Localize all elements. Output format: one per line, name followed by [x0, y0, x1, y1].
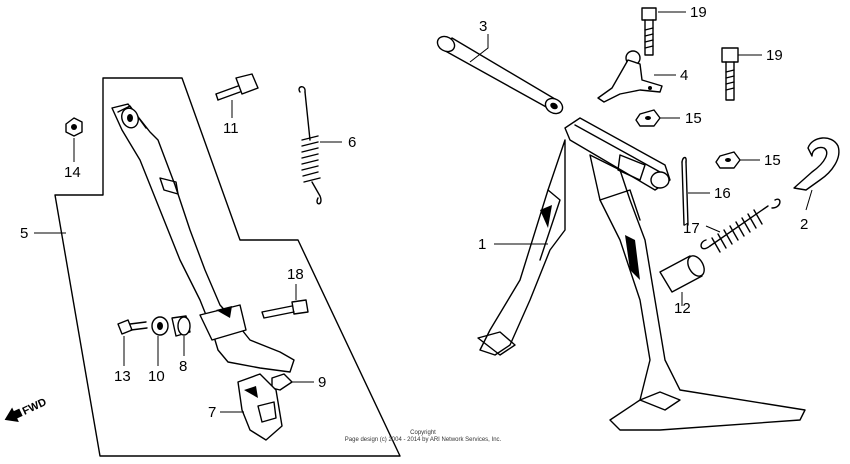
rubber-pad-part-7: [237, 373, 283, 441]
callout-13: 13: [114, 368, 131, 385]
nut-part-14: [65, 117, 83, 137]
leader-lines: [34, 11, 813, 413]
copyright-line-1: Copyright: [410, 430, 436, 436]
main-stand-part: [477, 117, 806, 431]
fwd-label: FWD: [21, 396, 49, 417]
copyright-line-2: Page design (c) 2004 - 2014 by ARI Netwo…: [345, 437, 502, 443]
bolt-part-19a: [641, 7, 657, 56]
callout-18: 18: [287, 266, 304, 283]
callout-8: 8: [179, 358, 187, 375]
callout-11: 11: [223, 120, 239, 137]
callout-2: 2: [800, 216, 808, 233]
bolt-part-18: [261, 299, 309, 319]
callout-15-b: 15: [764, 152, 781, 169]
nut-part-15b: [715, 151, 741, 169]
bolt-part-13: [117, 319, 148, 335]
cotter-pin-part: [681, 156, 689, 226]
side-stand-assembly-outline: [54, 77, 401, 457]
callout-3: 3: [479, 18, 487, 35]
callout-19-b: 19: [766, 47, 783, 64]
callout-7: 7: [208, 404, 216, 421]
callout-10: 10: [148, 368, 165, 385]
stopper-hook-part: [793, 137, 840, 191]
collar-part: [659, 255, 705, 293]
side-stand-spring-part: [298, 86, 322, 205]
bolt-part-19b: [721, 47, 739, 101]
callout-19-a: 19: [690, 4, 707, 21]
washer-part-10: [151, 316, 169, 336]
pivot-bolt-part: [215, 73, 259, 101]
callout-5: 5: [20, 225, 28, 242]
main-stand-spring-part: [700, 198, 781, 253]
side-stand-leg-part: [111, 103, 295, 373]
stand-bracket-part: [597, 50, 663, 103]
callouts: 3 4 19 19 15 15 2 16 17 12 1 14 11 6 18 …: [20, 4, 808, 421]
forward-arrow-icon: [4, 407, 23, 423]
callout-1: 1: [478, 236, 486, 253]
forward-direction-indicator: FWD: [4, 396, 49, 423]
callout-14: 14: [64, 164, 81, 181]
collar-part-8: [171, 315, 191, 337]
callout-16: 16: [714, 185, 731, 202]
nut-part-15a: [635, 109, 661, 127]
callout-6: 6: [348, 134, 356, 151]
cap-part-9: [271, 373, 293, 391]
callout-12: 12: [674, 300, 691, 317]
callout-9: 9: [318, 374, 326, 391]
callout-4: 4: [680, 67, 688, 84]
callout-15-a: 15: [685, 110, 702, 127]
callout-17: 17: [683, 220, 700, 237]
pivot-pipe-part: [436, 35, 564, 115]
